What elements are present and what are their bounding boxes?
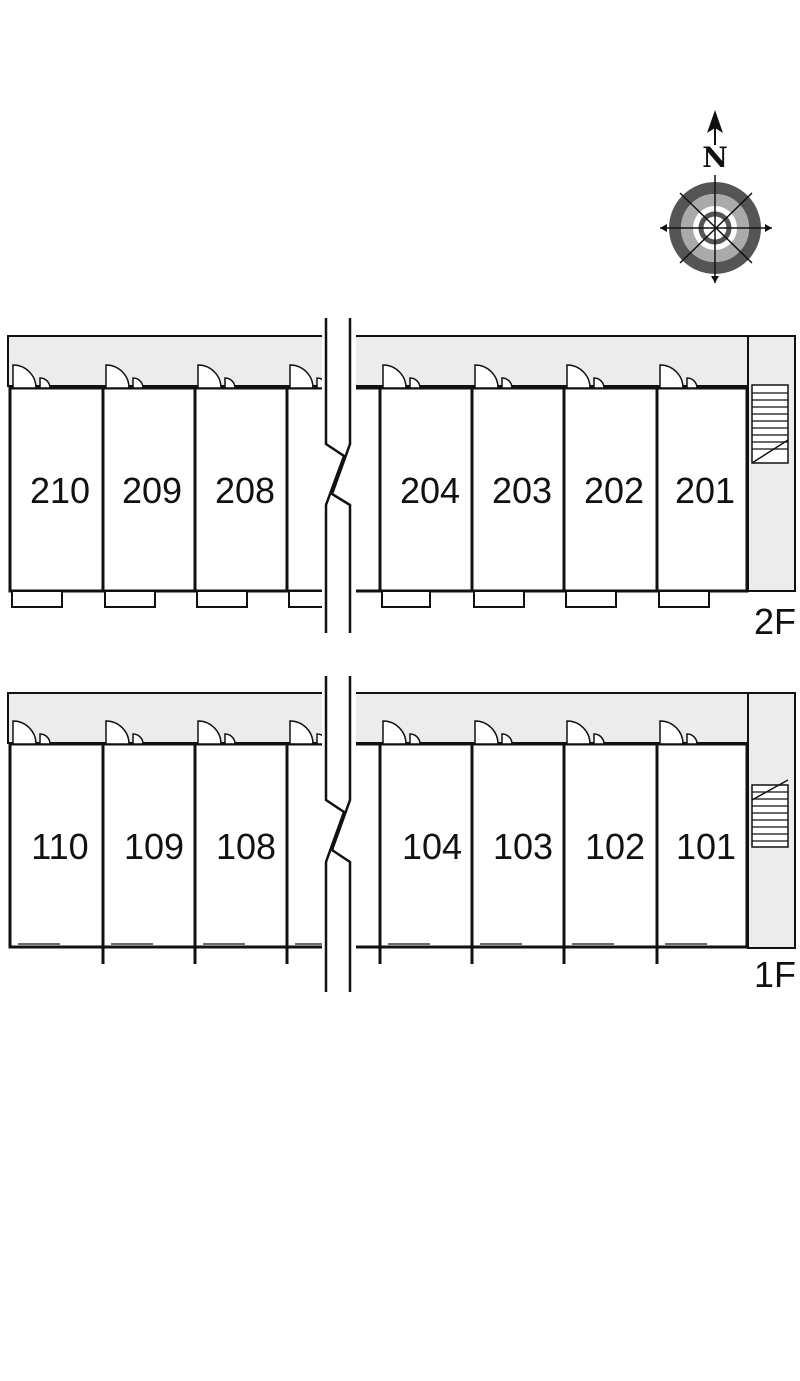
staircase-1f	[751, 779, 789, 848]
doors-1f	[12, 720, 698, 745]
floor-2f: 210 209 208 204 203 202 201 2F	[7, 318, 796, 642]
unit-label: 210	[30, 470, 90, 511]
floor-label-2f: 2F	[754, 601, 796, 642]
unit-label: 209	[122, 470, 182, 511]
doors-2f	[12, 364, 698, 389]
floor-1f: 110 109 108 104 103 102 101 1F	[7, 676, 796, 995]
staircase-2f	[751, 384, 789, 464]
unit-label: 208	[215, 470, 275, 511]
unit-label: 204	[400, 470, 460, 511]
unit-label: 104	[402, 826, 462, 867]
unit-label: 103	[493, 826, 553, 867]
unit-label: 102	[585, 826, 645, 867]
unit-label: 101	[676, 826, 736, 867]
floor-label-1f: 1F	[754, 954, 796, 995]
unit-label: 108	[216, 826, 276, 867]
compass-icon: N	[660, 110, 772, 283]
unit-label: 202	[584, 470, 644, 511]
north-arrow-icon	[707, 110, 723, 133]
unit-label: 109	[124, 826, 184, 867]
unit-label: 110	[31, 826, 88, 867]
break-mark-2f	[322, 318, 356, 633]
unit-label: 201	[675, 470, 735, 511]
break-mark-1f	[322, 676, 356, 992]
balconies-2f	[11, 590, 710, 608]
unit-label: 203	[492, 470, 552, 511]
north-label: N	[702, 141, 728, 174]
